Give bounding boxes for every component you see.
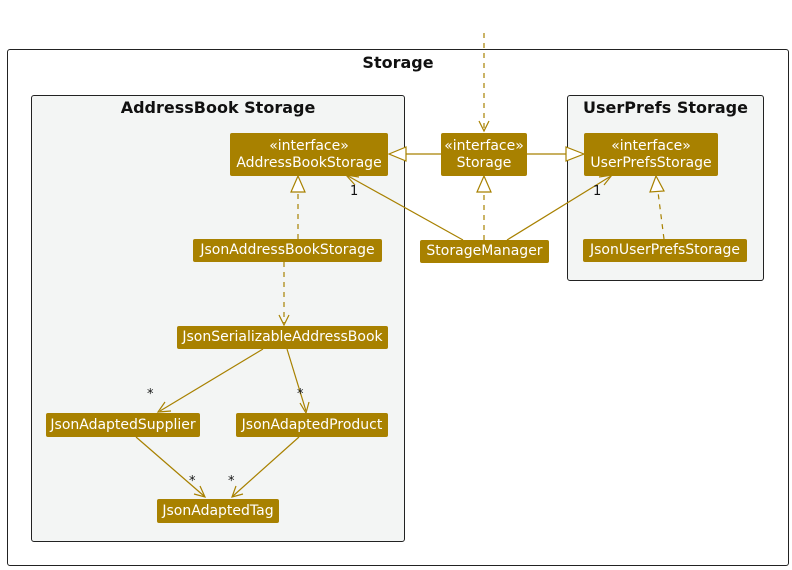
jups-implements-ups-triangle: [649, 174, 665, 193]
address-book-storage-name: AddressBookStorage: [236, 154, 382, 171]
product-to-tag-arrowhead: [231, 485, 244, 498]
storage-package: Storage: [7, 49, 789, 566]
storage-name: Storage: [456, 154, 512, 171]
jsab-to-supplier-edge: [159, 348, 264, 412]
json-address-book-storage-name: JsonAddressBookStorage: [200, 242, 375, 258]
multiplicity-to-supplier: *: [147, 387, 154, 402]
storage-stereotype: «interface»: [444, 137, 524, 154]
json-serializable-address-book-name: JsonSerializableAddressBook: [182, 329, 383, 345]
jups-implements-ups-edge: [657, 191, 665, 240]
storage-extends-abs-triangle: [387, 146, 407, 162]
userprefs-storage-title: UserPrefs Storage: [583, 98, 748, 117]
supplier-to-tag-arrowhead: [193, 485, 207, 498]
jabs-to-jsab-arrowhead: [278, 314, 290, 327]
multiplicity-sm-to-abs: 1: [350, 184, 359, 199]
user-prefs-storage-stereotype: «interface»: [611, 137, 691, 154]
storage-manager-name: StorageManager: [426, 243, 543, 259]
json-adapted-product-name: JsonAdaptedProduct: [241, 416, 383, 433]
user-prefs-storage-name: UserPrefsStorage: [590, 154, 712, 171]
json-adapted-supplier-class: JsonAdaptedSupplier: [46, 413, 200, 437]
multiplicity-to-product: *: [297, 387, 304, 402]
json-adapted-tag-class: JsonAdaptedTag: [157, 499, 279, 523]
address-book-storage-stereotype: «interface»: [269, 137, 349, 154]
supplier-to-tag-edge: [135, 436, 205, 497]
json-serializable-address-book-class: JsonSerializableAddressBook: [177, 326, 388, 349]
storage-interface: «interface» Storage: [441, 133, 527, 176]
json-user-prefs-storage-name: JsonUserPrefsStorage: [589, 242, 741, 258]
product-to-tag-edge: [232, 436, 300, 497]
json-user-prefs-storage-class: JsonUserPrefsStorage: [583, 239, 747, 262]
entry-dependency-arrowhead: [478, 120, 490, 133]
storage-manager-class: StorageManager: [420, 240, 549, 263]
json-adapted-tag-name: JsonAdaptedTag: [162, 502, 274, 519]
address-book-storage-interface: «interface» AddressBookStorage: [230, 133, 388, 176]
storage-package-title: Storage: [362, 53, 434, 72]
json-adapted-product-class: JsonAdaptedProduct: [236, 413, 388, 437]
multiplicity-product-to-tag: *: [228, 474, 235, 489]
storage-extends-ups-triangle: [565, 146, 586, 162]
sm-implements-storage-triangle: [476, 174, 492, 193]
jsab-to-product-edge: [286, 348, 307, 412]
multiplicity-supplier-to-tag: *: [189, 474, 196, 489]
multiplicity-sm-to-ups: 1: [593, 184, 602, 199]
jsab-to-supplier-arrowhead: [156, 401, 172, 413]
json-adapted-supplier-name: JsonAdaptedSupplier: [50, 416, 196, 433]
addressbook-storage-title: AddressBook Storage: [120, 98, 316, 117]
sm-to-abs-edge: [347, 175, 464, 241]
user-prefs-storage-interface: «interface» UserPrefsStorage: [584, 133, 718, 176]
jabs-implements-abs-triangle: [290, 174, 306, 193]
json-address-book-storage-class: JsonAddressBookStorage: [193, 239, 382, 262]
sm-to-ups-edge: [506, 175, 612, 241]
